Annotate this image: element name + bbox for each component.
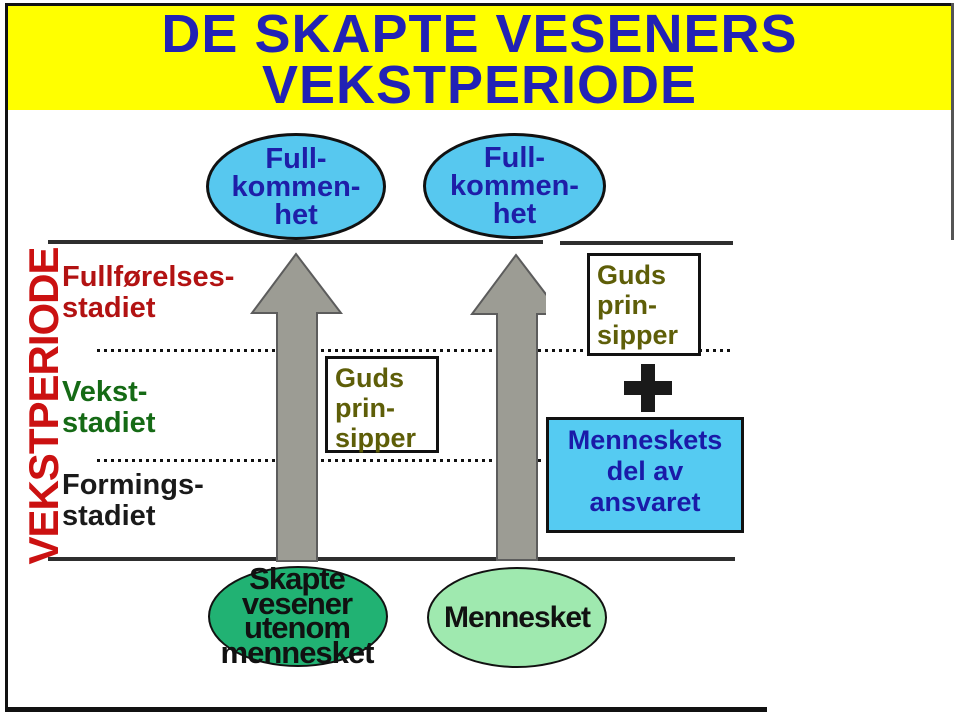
perfection-right-line1: Full- bbox=[483, 142, 546, 174]
growth-arrow-right bbox=[470, 252, 546, 562]
perfection-left-line2: kommen- bbox=[231, 170, 361, 203]
frame-border-bottom bbox=[5, 707, 767, 712]
created-beings-line4: mennesket bbox=[220, 634, 375, 670]
perfection-right-line3: het bbox=[492, 198, 537, 230]
human-label: Mennesket bbox=[443, 600, 591, 634]
growth-arrow-right-icon bbox=[470, 253, 546, 561]
created-beings-ellipse bbox=[208, 566, 388, 667]
page-title-line2: VEKSTPERIODE bbox=[261, 55, 698, 115]
stage-label-forming-line1: Formings- bbox=[62, 469, 204, 501]
stage-label-fullforelse-line1: Fullførelses- bbox=[62, 261, 235, 293]
responsibility-line3: ansvaret bbox=[589, 487, 701, 517]
guds-left-line3: sipper bbox=[335, 423, 417, 453]
created-beings-label: Skapte vesener utenom mennesket bbox=[177, 561, 417, 670]
page-title-line1: DE SKAPTE VESENERS bbox=[161, 4, 798, 64]
stage-label-vekst: Vekst- stadiet bbox=[62, 377, 155, 439]
stage-label-forming: Formings- stadiet bbox=[62, 470, 204, 532]
guds-right-line1: Guds bbox=[597, 260, 667, 290]
stage-label-vekst-line1: Vekst- bbox=[62, 376, 148, 408]
responsibility-box: Menneskets del av ansvaret bbox=[546, 417, 744, 533]
stage-divider-dotted-line-upper bbox=[97, 349, 733, 352]
stage-divider-dotted-line-lower bbox=[97, 459, 545, 462]
top-boundary-line-left bbox=[48, 240, 543, 244]
perfection-ellipse-left: Full- kommen- het bbox=[206, 133, 386, 240]
bottom-boundary-line bbox=[48, 557, 735, 561]
created-beings-line1: Skapte bbox=[249, 561, 346, 596]
frame-border-top bbox=[5, 3, 954, 6]
guds-principles-box-right: Guds prin- sipper bbox=[587, 253, 701, 356]
guds-right-line2: prin- bbox=[597, 290, 657, 320]
frame-border-right bbox=[951, 3, 954, 240]
perfection-left-line3: het bbox=[274, 198, 318, 231]
stage-label-fullforelse-line2: stadiet bbox=[62, 292, 156, 324]
perfection-ellipse-right: Full- kommen- het bbox=[423, 133, 606, 239]
perfection-right-line2: kommen- bbox=[450, 170, 579, 202]
plus-icon bbox=[624, 364, 672, 412]
responsibility-line1: Menneskets bbox=[567, 425, 723, 455]
created-beings-line2: vesener bbox=[241, 585, 353, 621]
guds-right-line3: sipper bbox=[597, 320, 679, 350]
top-boundary-line-right bbox=[560, 241, 733, 245]
stage-label-fullforelse: Fullførelses- stadiet bbox=[62, 262, 234, 324]
plus-icon-vertical-bar bbox=[641, 364, 655, 412]
guds-principles-box-left: Guds prin- sipper bbox=[325, 356, 439, 453]
responsibility-line2: del av bbox=[606, 456, 684, 486]
human-ellipse: Mennesket bbox=[427, 567, 607, 668]
title-banner: DE SKAPTE VESENERS VEKSTPERIODE bbox=[8, 4, 951, 115]
stage-label-forming-line2: stadiet bbox=[62, 500, 156, 532]
stage-label-vekst-line2: stadiet bbox=[62, 407, 156, 439]
growth-arrow-left bbox=[250, 251, 344, 568]
frame-border-left bbox=[5, 3, 8, 712]
guds-left-line2: prin- bbox=[335, 393, 395, 423]
created-beings-line3: utenom bbox=[244, 610, 351, 645]
growth-arrow-left-icon bbox=[250, 252, 344, 562]
perfection-left-line1: Full- bbox=[265, 142, 327, 175]
guds-left-line1: Guds bbox=[335, 363, 405, 393]
vekstperiode-axis-label: VEKSTPERIODE bbox=[20, 247, 67, 565]
